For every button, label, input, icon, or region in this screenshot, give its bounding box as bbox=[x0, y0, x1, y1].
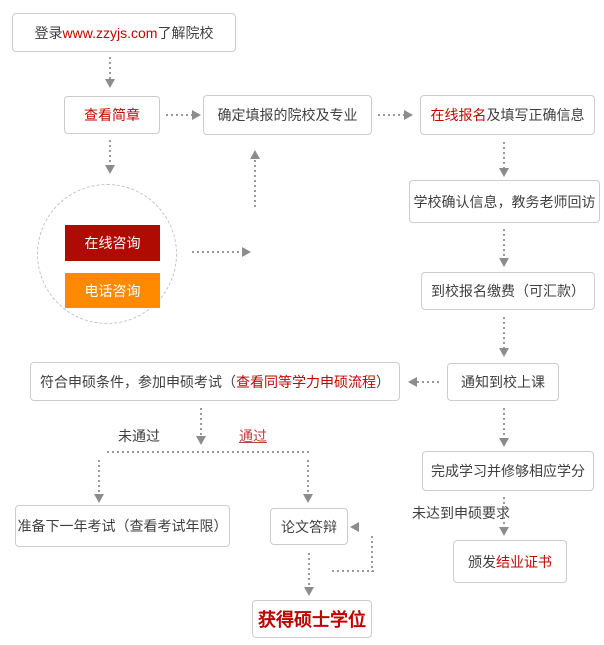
online-signup-rest: 及填写正确信息 bbox=[486, 107, 585, 123]
arrow-notify-to-credits bbox=[503, 408, 505, 438]
node-thesis-defense: 论文答辩 bbox=[270, 508, 348, 545]
arrowhead-down-icon bbox=[94, 494, 104, 503]
node-pay-fee: 到校报名缴费（可汇款） bbox=[421, 272, 595, 310]
arrowhead-left-icon bbox=[408, 377, 417, 387]
arrowhead-up-icon bbox=[250, 150, 260, 159]
retry-exam-text: 准备下一年考试（查看考试年限） bbox=[17, 518, 228, 534]
arrowhead-left-icon bbox=[350, 522, 359, 532]
certificate-link[interactable]: 结业证书 bbox=[496, 553, 552, 570]
node-retry-exam: 准备下一年考试（查看考试年限） bbox=[15, 505, 230, 547]
label-not-met: 未达到申硕要求 bbox=[412, 505, 510, 521]
arrow-pay-to-notify bbox=[503, 317, 505, 348]
node-login: 登录 www.zzyjs.com 了解院校 bbox=[12, 13, 236, 52]
arrow-up-to-choose bbox=[254, 160, 256, 210]
label-fail: 未通过 bbox=[118, 428, 160, 444]
arrow-confirm-to-pay bbox=[503, 229, 505, 258]
node-choose-school: 确定填报的院校及专业 bbox=[203, 95, 372, 135]
arrow-guide-to-consult bbox=[109, 140, 111, 165]
arrowhead-down-icon bbox=[105, 165, 115, 174]
node-school-confirm: 学校确认信息，教务老师回访 bbox=[409, 180, 600, 223]
notify-class-text: 通知到校上课 bbox=[461, 374, 545, 390]
arrowhead-down-icon bbox=[303, 494, 313, 503]
arrow-split-to-defense bbox=[307, 460, 309, 494]
arrowhead-down-icon bbox=[499, 168, 509, 177]
node-credits: 完成学习并修够相应学分 bbox=[422, 451, 594, 491]
login-text-suffix: 了解院校 bbox=[157, 24, 214, 41]
arrow-login-to-guide bbox=[109, 57, 111, 79]
arrow-signup-to-confirm bbox=[503, 142, 505, 168]
phone-consult-button[interactable]: 电话咨询 bbox=[65, 273, 160, 308]
login-url-link[interactable]: www.zzyjs.com bbox=[62, 24, 158, 41]
arrow-guide-to-choose bbox=[166, 114, 192, 116]
pay-fee-text: 到校报名缴费（可汇款） bbox=[431, 283, 585, 299]
arrowhead-down-icon bbox=[196, 436, 206, 445]
arrowhead-down-icon bbox=[304, 587, 314, 596]
arrowhead-right-icon bbox=[242, 247, 251, 257]
hook-arrow-vertical bbox=[371, 536, 373, 572]
arrowhead-down-icon bbox=[499, 348, 509, 357]
arrow-defense-to-degree bbox=[308, 553, 310, 587]
arrow-split-to-retry bbox=[98, 460, 100, 494]
exam-text-prefix: 符合申硕条件，参加申硕考试（ bbox=[40, 373, 236, 390]
choose-school-text: 确定填报的院校及专业 bbox=[217, 107, 358, 123]
online-signup-link[interactable]: 在线报名 bbox=[430, 107, 487, 123]
online-consult-button[interactable]: 在线咨询 bbox=[65, 225, 160, 261]
credits-text: 完成学习并修够相应学分 bbox=[431, 463, 585, 479]
thesis-defense-text: 论文答辩 bbox=[281, 518, 337, 535]
view-guide-link[interactable]: 查看简章 bbox=[84, 107, 140, 123]
arrow-exam-to-split bbox=[200, 408, 202, 436]
arrowhead-down-icon bbox=[105, 79, 115, 88]
arrowhead-down-icon bbox=[499, 527, 509, 536]
school-confirm-text: 学校确认信息，教务老师回访 bbox=[413, 193, 596, 210]
node-online-signup: 在线报名 及填写正确信息 bbox=[420, 95, 595, 135]
node-notify-class: 通知到校上课 bbox=[447, 363, 559, 401]
label-pass[interactable]: 通过 bbox=[239, 428, 267, 444]
exam-text-suffix: ） bbox=[376, 373, 390, 390]
certificate-prefix: 颁发 bbox=[468, 553, 496, 570]
split-line bbox=[107, 451, 311, 453]
node-certificate: 颁发 结业证书 bbox=[453, 540, 567, 583]
login-text-prefix: 登录 bbox=[34, 24, 63, 41]
arrow-notify-to-exam bbox=[417, 381, 442, 383]
node-view-guide: 查看简章 bbox=[64, 96, 160, 134]
arrow-choose-to-signup bbox=[378, 114, 404, 116]
arrowhead-right-icon bbox=[404, 110, 413, 120]
arrowhead-right-icon bbox=[192, 110, 201, 120]
exam-flow-link[interactable]: 查看同等学力申硕流程 bbox=[236, 373, 376, 390]
node-degree: 获得硕士学位 bbox=[252, 600, 372, 638]
node-exam: 符合申硕条件，参加申硕考试（ 查看同等学力申硕流程 ） bbox=[30, 362, 400, 401]
hook-arrow-horizontal bbox=[332, 570, 374, 572]
arrow-consult-right bbox=[192, 251, 242, 253]
arrow-credits-to-certificate bbox=[503, 497, 505, 527]
degree-text: 获得硕士学位 bbox=[258, 610, 366, 630]
arrowhead-down-icon bbox=[499, 258, 509, 267]
arrowhead-down-icon bbox=[499, 438, 509, 447]
